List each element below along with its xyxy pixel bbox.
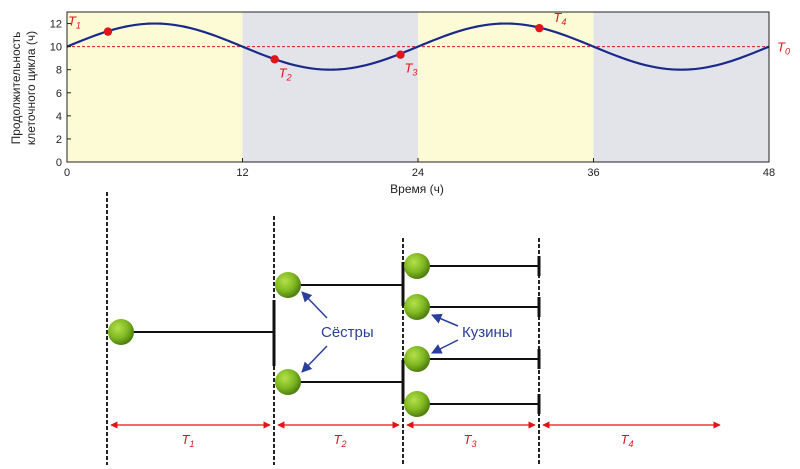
y-tick-label: 6 xyxy=(56,88,62,100)
y-tick-label: 10 xyxy=(50,42,62,54)
data-point xyxy=(103,27,113,36)
lineage-diagram: Сёстры Кузины T1 T2 T3 T4 xyxy=(106,192,721,465)
cell xyxy=(275,369,301,395)
point-label: T4 xyxy=(553,10,566,27)
x-axis-ticks: 0 12 24 36 48 xyxy=(64,158,775,179)
point-label: T2 xyxy=(279,65,292,82)
time-band xyxy=(67,12,243,162)
x-tick-label: 24 xyxy=(412,167,424,179)
cell xyxy=(275,272,301,298)
point-label: T3 xyxy=(404,61,417,78)
t0-label: T0 xyxy=(777,40,790,57)
series-line xyxy=(66,22,770,71)
cousins-arrow xyxy=(431,313,459,327)
time-band xyxy=(242,12,418,162)
cell xyxy=(404,294,430,320)
time-band xyxy=(593,12,769,162)
x-tick-label: 36 xyxy=(587,167,599,179)
sisters-arrow xyxy=(301,345,328,373)
point-label: T1 xyxy=(68,14,81,31)
x-tick-label: 0 xyxy=(64,167,70,179)
y-axis-title-line1: Продолжительность xyxy=(9,32,23,145)
y-axis-ticks: 0 2 4 6 8 10 12 xyxy=(50,19,71,169)
cell xyxy=(108,319,134,345)
cell xyxy=(404,391,430,417)
interval-label-t4: T4 xyxy=(621,432,634,449)
cell xyxy=(404,253,430,279)
y-tick-label: 2 xyxy=(56,134,62,146)
interval-label-t3: T3 xyxy=(464,432,477,449)
interval-label-t2: T2 xyxy=(334,432,347,449)
x-tick-label: 48 xyxy=(763,167,775,179)
sisters-label: Сёстры xyxy=(321,324,374,341)
cell xyxy=(404,346,430,372)
data-point xyxy=(270,55,279,64)
y-tick-label: 12 xyxy=(50,19,62,31)
time-band xyxy=(418,12,594,162)
cousins-arrow xyxy=(431,339,459,354)
y-axis-title-line2: клеточного цикла (ч) xyxy=(24,31,38,145)
time-bands xyxy=(67,12,769,162)
y-axis-title: Продолжительность клеточного цикла (ч) xyxy=(9,31,38,145)
y-tick-label: 0 xyxy=(56,157,62,169)
x-tick-label: 12 xyxy=(236,167,248,179)
data-point xyxy=(396,50,405,59)
data-point xyxy=(535,23,544,33)
y-tick-label: 8 xyxy=(56,65,62,77)
x-axis-title: Время (ч) xyxy=(390,182,444,196)
y-tick-label: 4 xyxy=(56,111,62,123)
interval-label-t1: T1 xyxy=(182,432,195,449)
sisters-arrow xyxy=(301,291,328,319)
cousins-label: Кузины xyxy=(462,324,513,341)
